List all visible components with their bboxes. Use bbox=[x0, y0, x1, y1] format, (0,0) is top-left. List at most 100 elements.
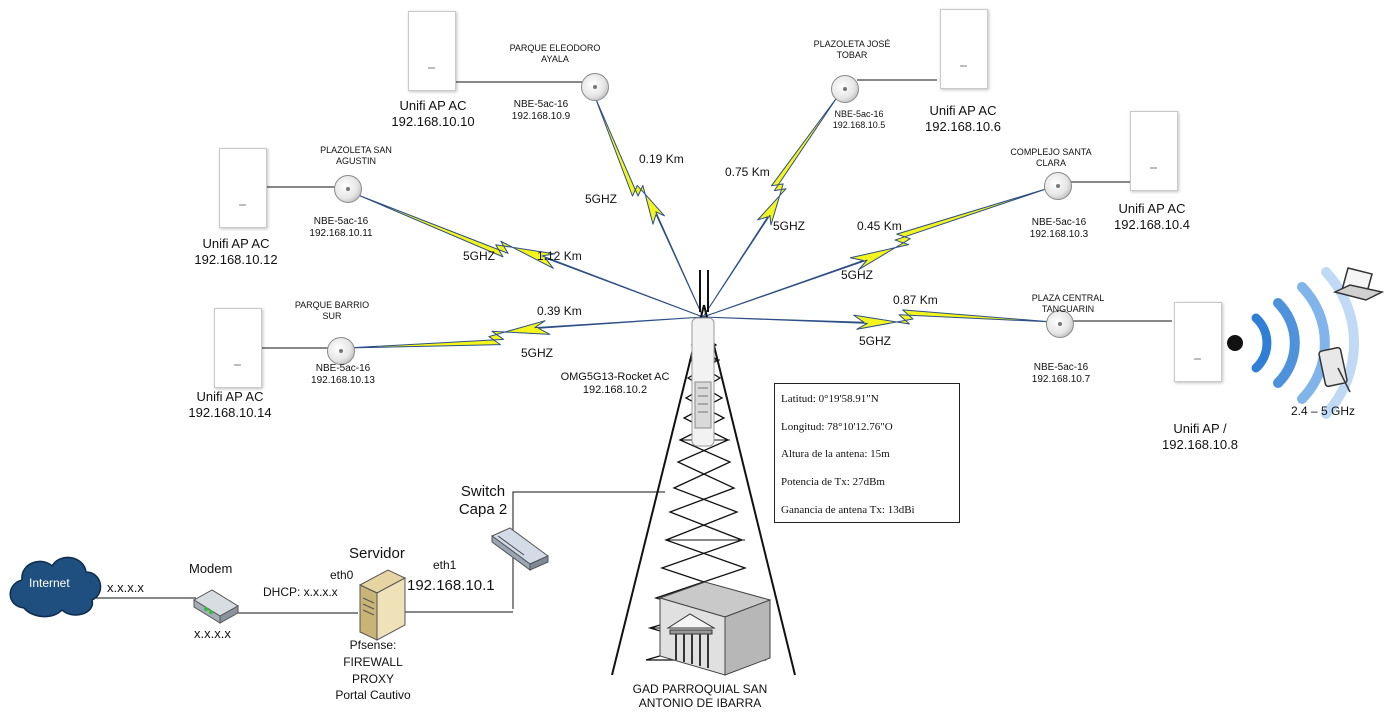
site-name-line: TANGUARIN bbox=[1041, 303, 1095, 314]
unifi-ap-device bbox=[1174, 302, 1222, 382]
ap-ip: 192.168.10.4 bbox=[1114, 216, 1190, 232]
wifi-band-label: 2.4 – 5 GHz bbox=[1291, 404, 1356, 418]
internet-label: Internet bbox=[29, 576, 70, 590]
link-band: 5GHZ bbox=[773, 219, 806, 233]
radio-model: NBE-5ac-16 bbox=[834, 109, 884, 119]
link-distance: 0.45 Km bbox=[857, 219, 902, 233]
link-distance: 0.75 Km bbox=[725, 165, 770, 179]
site-name: PARQUE BARRIO SUR bbox=[282, 300, 382, 322]
site-name: PLAZOLETA SAN AGUSTIN bbox=[306, 145, 406, 167]
wired-links bbox=[94, 79, 1172, 614]
nanobeam-dish bbox=[334, 175, 362, 203]
link-ayala bbox=[594, 96, 704, 318]
building-label-line: ANTONIO DE IBARRA bbox=[638, 696, 762, 711]
server-eth0: eth0 bbox=[330, 568, 354, 582]
radio-ip: 192.168.10.7 bbox=[1031, 374, 1091, 385]
server-role: FIREWALL bbox=[343, 654, 403, 669]
internet-cloud-icon bbox=[9, 556, 102, 618]
server-icon bbox=[358, 569, 407, 641]
site-name-line: PLAZOLETA SAN bbox=[320, 145, 392, 155]
site-name-line: AYALA bbox=[541, 53, 569, 64]
link-santaclara bbox=[702, 187, 1050, 318]
antenna-info-box: Latitud: 0°19'58.91"N Longitud: 78°10'12… bbox=[774, 383, 960, 523]
radio-label: NBE-5ac-16 192.168.10.11 bbox=[296, 216, 386, 240]
radio-label: NBE-5ac-16 192.168.10.13 bbox=[293, 363, 393, 387]
ap-name: Unifi AP / bbox=[1173, 421, 1227, 436]
building-icon bbox=[658, 581, 772, 676]
site-name-line: CLARA bbox=[1035, 157, 1066, 168]
nanobeam-dish bbox=[581, 73, 609, 101]
info-tx-gain: Ganancia de antena Tx: 13dBi bbox=[781, 504, 915, 516]
switch-label-line: Capa 2 bbox=[458, 501, 508, 518]
ap-label: Unifi AP AC 192.168.10.6 bbox=[913, 103, 1013, 134]
radio-label: NBE-5ac-16 192.168.10.5 bbox=[814, 109, 904, 131]
ap-label: Unifi AP AC 192.168.10.4 bbox=[1102, 201, 1202, 232]
switch-label-line: Switch bbox=[460, 483, 506, 500]
link-band: 5GHZ bbox=[463, 249, 496, 263]
ap-label: Unifi AP / 192.168.10.8 bbox=[1150, 421, 1250, 452]
radio-ip: 192.168.10.3 bbox=[1029, 229, 1089, 240]
ap-name: Unifi AP AC bbox=[399, 98, 467, 113]
modem-wan: x.x.x.x bbox=[107, 580, 144, 595]
server-role: Portal Cautivo bbox=[335, 688, 411, 703]
nanobeam-dish bbox=[1044, 172, 1072, 200]
radio-label: NBE-5ac-16 192.168.10.7 bbox=[1016, 362, 1106, 386]
switch-icon bbox=[491, 527, 549, 571]
info-latitude: Latitud: 0°19'58.91"N bbox=[781, 393, 879, 405]
tablet-icon bbox=[1318, 346, 1351, 393]
link-distance: 0.87 Km bbox=[893, 293, 938, 307]
unifi-ap-device bbox=[1130, 111, 1178, 191]
modem-icon bbox=[193, 589, 239, 624]
site-name: PARQUE ELEODORO AYALA bbox=[505, 43, 605, 65]
server-roles: Pfsense: FIREWALL PROXY Portal Cautivo bbox=[318, 637, 428, 704]
site-name-line: PLAZA CENTRAL bbox=[1031, 293, 1105, 303]
radio-ip: 192.168.10.5 bbox=[832, 119, 886, 130]
radio-model: NBE-5ac-16 bbox=[513, 99, 569, 110]
ap-name: Unifi AP AC bbox=[196, 389, 264, 404]
wire-switch-tower bbox=[512, 491, 665, 609]
building-label-line: GAD PARROQUIAL SAN bbox=[632, 682, 768, 696]
nanobeam-dish bbox=[1046, 310, 1074, 338]
tower-radio-model: OMG5G13-Rocket AC bbox=[560, 371, 670, 383]
unifi-ap-device bbox=[219, 148, 267, 228]
ap-ip: 192.168.10.6 bbox=[925, 118, 1001, 134]
site-name: COMPLEJO SANTA CLARA bbox=[1001, 147, 1101, 169]
link-band: 5GHZ bbox=[841, 268, 874, 282]
link-barriosur bbox=[345, 316, 704, 349]
ap-label: Unifi AP AC 192.168.10.14 bbox=[180, 389, 280, 420]
radio-model: NBE-5ac-16 bbox=[313, 216, 369, 227]
server-eth1: eth1 bbox=[433, 558, 457, 572]
radio-label: NBE-5ac-16 192.168.10.3 bbox=[1014, 217, 1104, 241]
laptop-icon bbox=[1332, 267, 1385, 301]
ap-label: Unifi AP AC 192.168.10.10 bbox=[383, 98, 483, 129]
link-band: 5GHZ bbox=[859, 334, 892, 348]
link-band: 5GHZ bbox=[585, 192, 618, 206]
radio-label: NBE-5ac-16 192.168.10.9 bbox=[496, 99, 586, 123]
radio-ip: 192.168.10.11 bbox=[309, 228, 373, 239]
server-title: Servidor bbox=[349, 545, 405, 562]
radio-ip: 192.168.10.13 bbox=[311, 375, 375, 386]
radio-ip: 192.168.10.9 bbox=[511, 111, 571, 122]
site-name-line: PARQUE BARRIO bbox=[294, 300, 370, 310]
radio-model: NBE-5ac-16 bbox=[315, 363, 371, 374]
link-distance: 0.19 Km bbox=[639, 152, 684, 166]
server-dhcp: DHCP: x.x.x.x bbox=[263, 585, 338, 599]
modem-title: Modem bbox=[189, 561, 233, 576]
ap-ip: 192.168.10.10 bbox=[391, 113, 475, 129]
site-name-line: SUR bbox=[322, 310, 342, 321]
server-role: Pfsense: bbox=[349, 638, 397, 652]
ap-ip: 192.168.10.12 bbox=[194, 251, 278, 267]
server-eth1-ip: 192.168.10.1 bbox=[407, 577, 495, 594]
ap-label: Unifi AP AC 192.168.10.12 bbox=[186, 236, 286, 267]
info-longitude: Longitud: 78°10'12.76"O bbox=[781, 421, 893, 433]
ap-ip: 192.168.10.14 bbox=[188, 404, 272, 420]
unifi-ap-device bbox=[408, 11, 456, 91]
ap-name: Unifi AP AC bbox=[929, 103, 997, 118]
wifi-signal-icon bbox=[1227, 267, 1359, 419]
tower-radio-ip: 192.168.10.2 bbox=[582, 384, 648, 397]
link-distance: 1.12 Km bbox=[537, 249, 582, 263]
link-tanguarin bbox=[702, 309, 1054, 330]
site-name-line: COMPLEJO SANTA bbox=[1010, 147, 1092, 157]
ap-ip: 192.168.10.8 bbox=[1162, 436, 1238, 452]
